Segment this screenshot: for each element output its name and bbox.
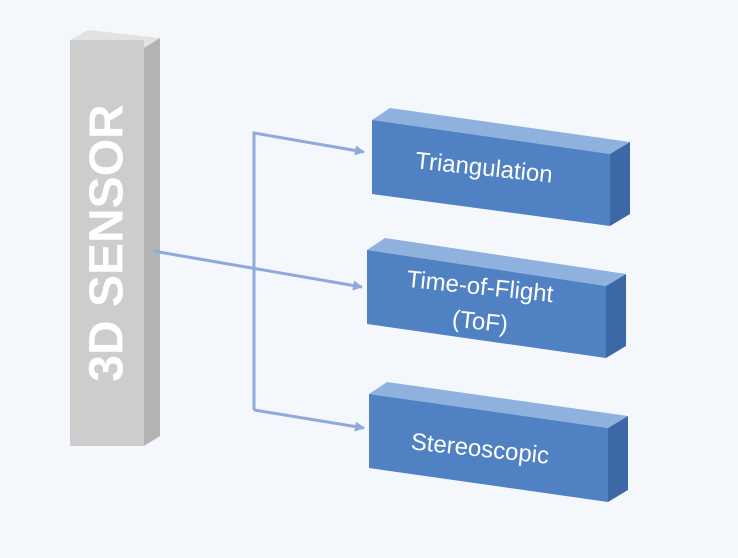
sensor-pillar-side	[144, 38, 160, 446]
connector-bracket-stereoscopic	[253, 408, 365, 432]
sensor-pillar-front	[70, 40, 144, 446]
box-side	[608, 416, 628, 502]
method-box-tof: Time-of-Flight (ToF)	[367, 238, 626, 358]
connector-sensor-to-tof	[152, 249, 363, 291]
method-label-tof-line2: (ToF)	[451, 306, 510, 339]
box-top	[372, 108, 630, 154]
connector-bracket-triangulation	[252, 131, 365, 410]
box-top	[367, 238, 626, 286]
connectors	[152, 131, 365, 432]
method-box-stereoscopic: Stereoscopic	[369, 382, 628, 502]
box-side	[606, 274, 626, 358]
sensor-pillar: 3D SENSOR	[70, 30, 160, 446]
box-front	[372, 120, 610, 226]
box-front	[367, 250, 606, 358]
method-box-triangulation: Triangulation	[372, 108, 630, 226]
sensor-pillar-label: 3D SENSOR	[81, 104, 134, 381]
box-front	[369, 394, 608, 502]
box-top	[369, 382, 628, 428]
box-side	[610, 142, 630, 226]
